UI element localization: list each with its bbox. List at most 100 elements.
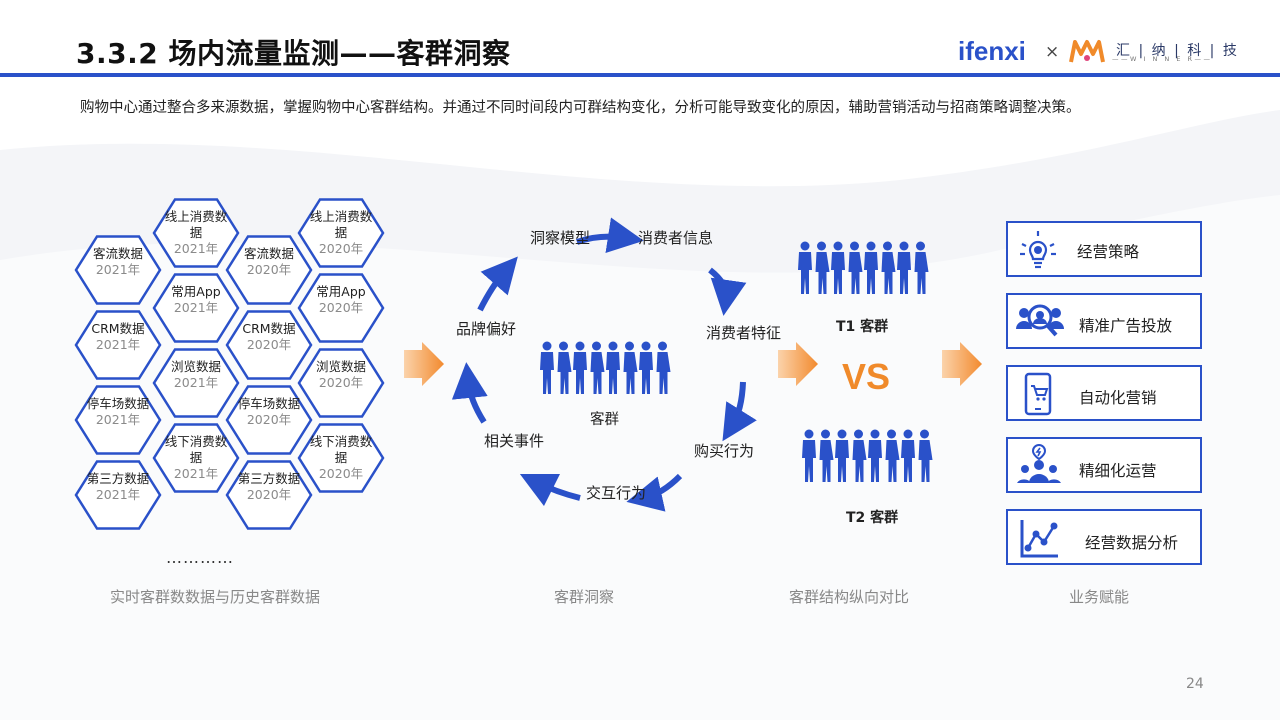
hexagon-source-name: 线下消费数据 (164, 434, 228, 465)
person-icon (897, 241, 911, 294)
line-chart-icon (1020, 520, 1058, 558)
flow-arrow-icon (778, 342, 818, 386)
vs-label: VS (842, 356, 891, 397)
t1-label: T1 客群 (836, 319, 889, 335)
hexagon-year: 2021年 (173, 300, 219, 315)
winner-logo-text: 汇 | 纳 | 科 | 技 (1116, 43, 1239, 59)
hexagon-year: 2020年 (318, 300, 364, 315)
business-label-strategy: 经营策略 (1077, 243, 1140, 261)
insight-cycle-diagram (451, 217, 757, 512)
hexagon-year: 2020年 (246, 337, 292, 352)
hexagon-cell (152, 198, 240, 268)
page-title: 3.3.2 场内流量监测——客群洞察 (76, 37, 511, 70)
cycle-step-insight-model: 洞察模型 (530, 229, 591, 247)
target-audience-icon (1016, 304, 1064, 337)
person-icon (656, 341, 671, 394)
hexagon-year: 2020年 (246, 487, 292, 502)
hexagon-year: 2021年 (173, 466, 219, 481)
section-label-data: 实时客群数数据与历史客群数据 (110, 588, 321, 606)
lightbulb-gear-icon (1020, 231, 1056, 269)
hexagon-source-name: 线下消费数据 (309, 434, 373, 465)
person-icon (819, 429, 834, 482)
logo-separator: × (1045, 42, 1060, 62)
mobile-cart-icon (1024, 372, 1052, 416)
person-icon (802, 429, 816, 482)
section-label-insight: 客群洞察 (554, 588, 615, 606)
person-icon (606, 341, 620, 394)
hexagon-cell (225, 235, 313, 305)
hexagon-source-name: 线上消费数据 (309, 209, 373, 240)
title-underline (0, 73, 1280, 77)
description-text: 购物中心通过整合多来源数据，掌握购物中心客群结构。并通过不同时间段内可群结构变化… (80, 100, 1081, 116)
hexagon-year: 2021年 (95, 487, 141, 502)
person-icon (798, 241, 812, 294)
hexagon-source-name: 停车场数据 (86, 396, 150, 411)
hexagon-cell (225, 310, 313, 380)
winner-logo-subtext: ——W I N N E R—— (1112, 55, 1213, 63)
person-icon (557, 341, 572, 394)
section-label-business: 业务赋能 (1069, 588, 1130, 606)
person-icon (852, 429, 867, 482)
cycle-arrow (722, 381, 757, 442)
hexagon-cell (152, 423, 240, 493)
hexagon-source-name: 常用App (171, 284, 221, 299)
hexagon-source-name: 线上消费数据 (164, 209, 228, 240)
person-icon (573, 341, 587, 394)
hexagon-year: 2021年 (95, 262, 141, 277)
flow-arrow-icon (942, 342, 982, 386)
t2-label: T2 客群 (846, 510, 899, 526)
hexagon-source-name: 第三方数据 (86, 471, 150, 486)
page-number: 24 (1186, 676, 1204, 692)
t1-crowd-icon (798, 241, 929, 294)
person-icon (918, 429, 933, 482)
cycle-center-label: 客群 (590, 412, 619, 428)
cycle-step-consumer-info: 消费者信息 (638, 229, 714, 247)
business-label-auto-marketing: 自动化营销 (1079, 389, 1157, 407)
person-icon (815, 241, 830, 294)
hexagon-year: 2021年 (173, 241, 219, 256)
hexagon-source-name: 第三方数据 (237, 471, 301, 486)
person-icon (881, 241, 896, 294)
hexagon-source-name: 停车场数据 (237, 396, 301, 411)
hexagon-year: 2020年 (318, 241, 364, 256)
hexagon-source-name: 客流数据 (243, 246, 294, 261)
person-icon (901, 429, 915, 482)
hexagon-cell (74, 235, 162, 305)
winner-logo-icon (1069, 40, 1105, 63)
person-icon (831, 241, 845, 294)
hexagon-year: 2020年 (246, 412, 292, 427)
hexagon-cell (74, 460, 162, 530)
hexagon-source-name: 浏览数据 (170, 359, 221, 374)
person-icon (540, 341, 554, 394)
person-icon (623, 341, 638, 394)
hexagon-source-name: CRM数据 (242, 321, 296, 336)
hexagon-cell (152, 348, 240, 418)
cycle-arrow (576, 217, 644, 254)
hex-ellipsis: ………… (166, 548, 234, 567)
person-icon (848, 241, 863, 294)
hexagon-source-name: 常用App (316, 284, 366, 299)
hexagon-year: 2020年 (318, 466, 364, 481)
hexagon-year: 2021年 (173, 375, 219, 390)
hexagon-cell (225, 385, 313, 455)
cycle-step-interaction-behavior: 交互行为 (586, 484, 647, 502)
hexagon-cell (297, 198, 385, 268)
flow-arrow-icon (404, 342, 444, 386)
person-icon (914, 241, 929, 294)
hexagon-source-name: 浏览数据 (315, 359, 366, 374)
person-icon (868, 429, 882, 482)
t2-crowd-icon (802, 429, 933, 482)
person-icon (835, 429, 849, 482)
